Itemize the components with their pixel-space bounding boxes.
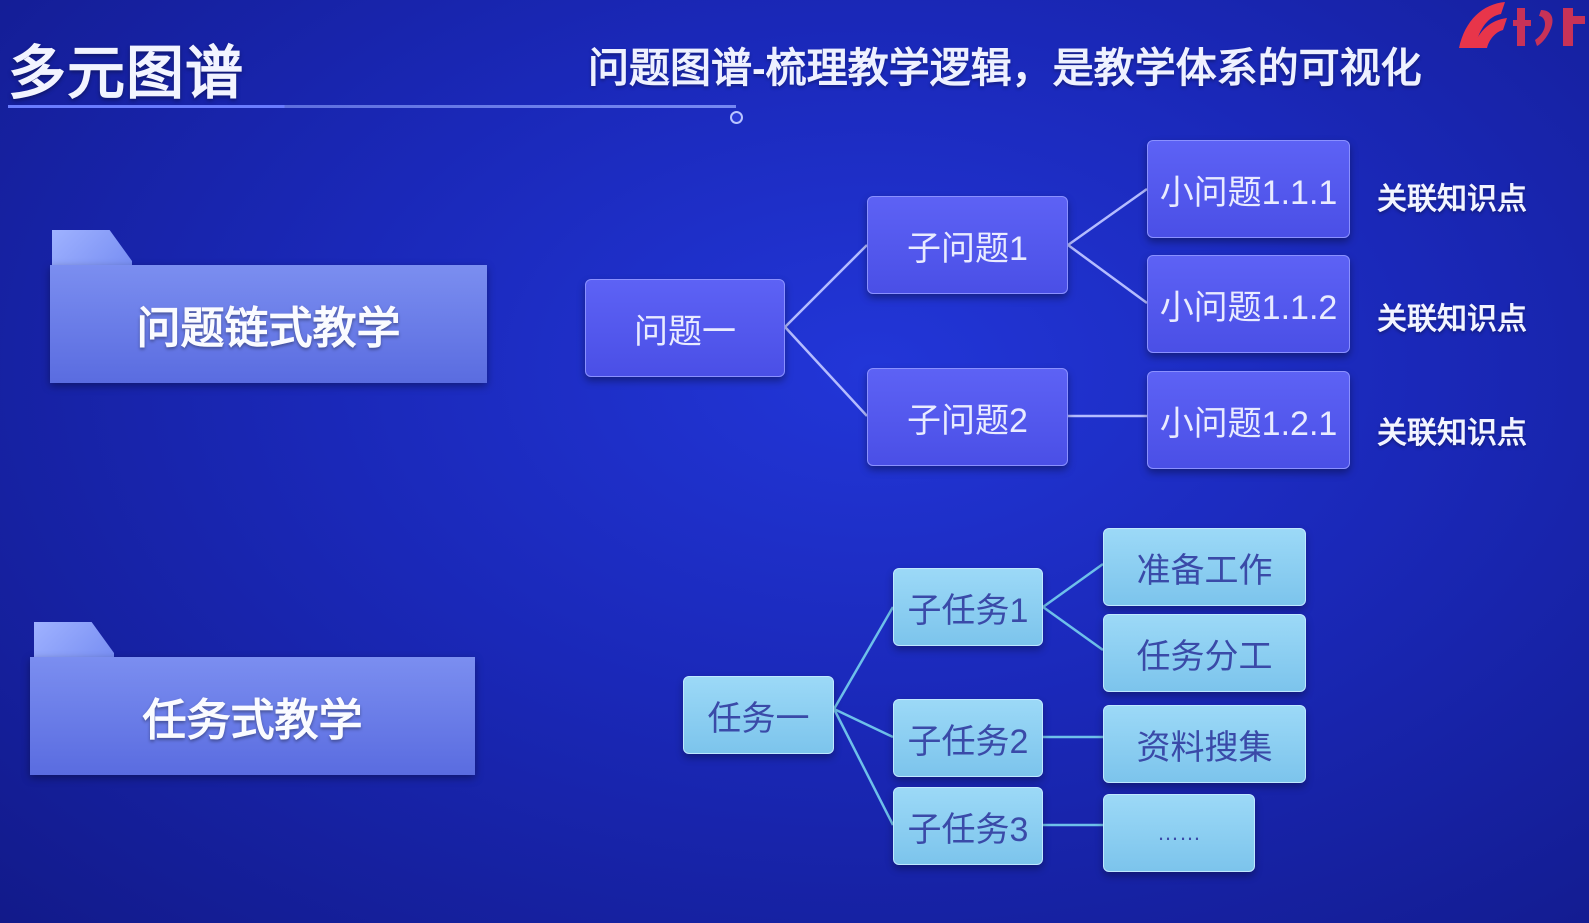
link-task-sub2 [833,707,894,739]
task-leaf-division-node: 任务分工 [1103,614,1306,692]
question-root-label: 问题一 [634,312,736,351]
sub-question-1-node: 子问题1 [867,196,1068,294]
sub-question-2-node: 子问题2 [867,368,1068,466]
small-question-111-label: 小问题1.1.1 [1159,173,1338,212]
red-brand-logo-icon [1459,2,1585,48]
link-root-sub1 [784,244,868,328]
sub-task-1-label: 子任务1 [907,591,1029,630]
page-title: 多元图谱 [8,41,245,106]
small-question-121-label: 小问题1.2.1 [1159,404,1338,443]
sub-question-2-label: 子问题2 [907,401,1028,440]
sub-task-2-node: 子任务2 [893,699,1043,777]
section-task-based-label: 任务式教学 [142,696,363,745]
task-leaf-collect-node: 资料搜集 [1103,705,1306,783]
title-underline-endpoint [730,111,743,124]
small-question-112-node: 小问题1.1.2 [1147,255,1350,353]
task-leaf-division-label: 任务分工 [1136,637,1273,676]
small-question-112-label: 小问题1.1.2 [1159,288,1338,327]
sub-question-1-label: 子问题1 [907,229,1028,268]
title-underline [8,105,736,108]
task-root-label: 任务一 [707,699,810,738]
task-leaf-prep-label: 准备工作 [1136,551,1273,590]
link-sub1-small112 [1067,243,1148,305]
sub-task-3-label: 子任务3 [907,810,1029,849]
sub-task-1-node: 子任务1 [893,568,1043,646]
section-question-chain: 问题链式教学 [50,265,487,383]
link-root-sub2 [784,326,868,417]
task-leaf-more-node: …… [1103,794,1255,872]
section-task-based: 任务式教学 [30,657,475,775]
small-question-121-node: 小问题1.2.1 [1147,371,1350,469]
task-leaf-more-label: …… [1157,820,1201,845]
sub-task-3-node: 子任务3 [893,787,1043,865]
link-sub1-prep [1042,562,1104,609]
task-leaf-collect-label: 资料搜集 [1136,728,1273,767]
link-sub1-small111 [1067,187,1148,247]
knowledge-point-label-3: 关联知识点 [1377,417,1527,450]
knowledge-point-label-2: 关联知识点 [1377,303,1527,336]
page-subtitle: 问题图谱-梳理教学逻辑，是教学体系的可视化 [588,45,1422,91]
section-question-chain-label: 问题链式教学 [136,304,401,353]
knowledge-point-label-1: 关联知识点 [1377,183,1527,216]
link-task-sub3 [832,708,895,826]
small-question-111-node: 小问题1.1.1 [1147,140,1350,238]
question-root-node: 问题一 [585,279,785,377]
task-leaf-prep-node: 准备工作 [1103,528,1306,606]
sub-task-2-label: 子任务2 [907,722,1029,761]
task-root-node: 任务一 [683,676,834,754]
link-sub1-division [1042,605,1104,652]
link-task-sub1 [832,606,895,710]
